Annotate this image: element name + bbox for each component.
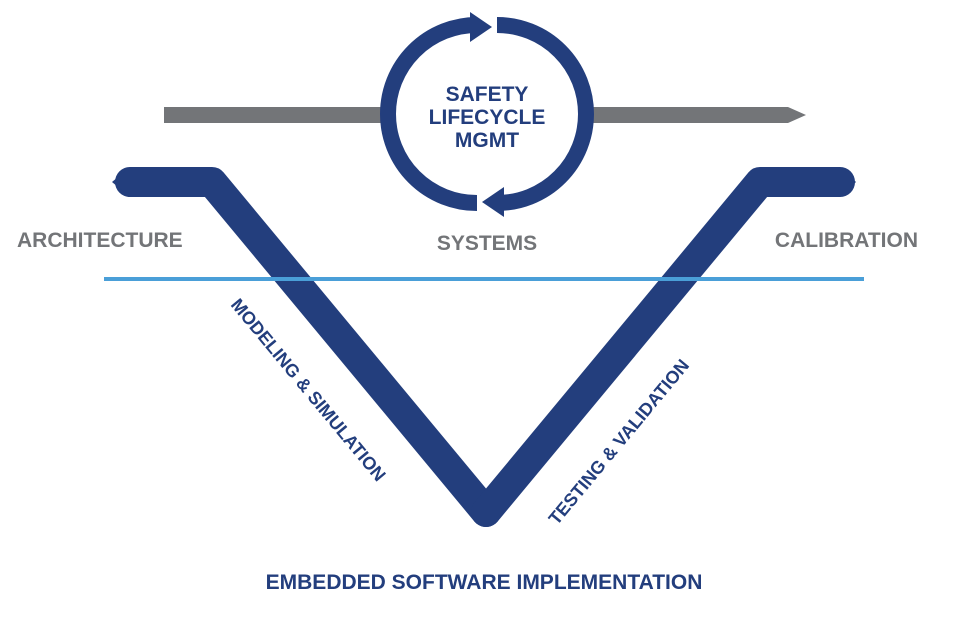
cycle-title-line-3: MGMT: [455, 129, 519, 152]
label-architecture: ARCHITECTURE: [17, 229, 183, 252]
label-calibration: CALIBRATION: [775, 229, 918, 252]
lifecycle-cycle-icon: [380, 12, 594, 217]
horizontal-divider: [104, 277, 864, 281]
v-left-arm: [115, 167, 501, 527]
label-testing-validation: TESTING & VALIDATION: [545, 355, 693, 528]
label-embedded-software: EMBEDDED SOFTWARE IMPLEMENTATION: [266, 571, 703, 594]
v-right-tip: [840, 167, 856, 197]
cycle-title-line-1: SAFETY: [446, 83, 529, 106]
cycle-arrowhead-top: [470, 12, 492, 42]
v-right-arm: [471, 167, 855, 527]
cycle-title-line-2: LIFECYCLE: [429, 106, 546, 129]
v-left-tip: [112, 167, 130, 197]
cycle-arrowhead-bottom: [482, 187, 504, 217]
label-systems: SYSTEMS: [437, 232, 537, 255]
